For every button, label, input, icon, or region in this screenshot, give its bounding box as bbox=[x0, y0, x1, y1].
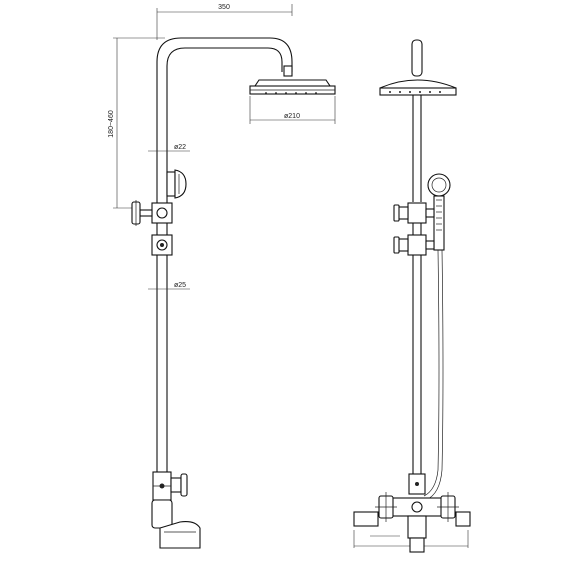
dimension-label-height-range: 180~460 bbox=[108, 110, 115, 138]
mixer-body-front bbox=[375, 492, 459, 522]
slide-joint-front bbox=[393, 234, 435, 256]
dimension-height-range: 180~460 bbox=[108, 37, 165, 209]
upper-riser-front bbox=[412, 95, 422, 202]
lower-joint-front bbox=[408, 473, 426, 495]
hose-front bbox=[423, 249, 444, 501]
mixer-valve-side bbox=[152, 471, 188, 501]
dimension-label-head-diameter: ø210 bbox=[284, 113, 300, 120]
arm-stub-front bbox=[411, 39, 423, 77]
side-view: 350 180~460 ø21 bbox=[108, 4, 336, 549]
diverter-valve-front bbox=[393, 202, 435, 224]
dimension-label-pipe-upper: ø22 bbox=[174, 144, 186, 151]
dimension-arm-width: 350 bbox=[156, 4, 293, 40]
tub-spout-front bbox=[407, 515, 427, 553]
shower-head-front bbox=[379, 79, 457, 96]
shower-head-side: ø210 bbox=[249, 79, 336, 124]
dimension-label-arm-width: 350 bbox=[218, 4, 230, 11]
dimension-label-pipe-lower: ø25 bbox=[174, 282, 186, 289]
hand-shower-front bbox=[427, 173, 451, 251]
riser-pipe-front bbox=[412, 223, 422, 474]
slide-joint-side bbox=[151, 234, 173, 256]
front-view bbox=[353, 39, 471, 553]
shower-arm bbox=[156, 37, 293, 215]
tub-spout-side bbox=[151, 499, 201, 549]
wall-connectors-front bbox=[353, 511, 471, 548]
hand-shower-side bbox=[166, 169, 187, 199]
dimension-pipe-upper: ø22 bbox=[148, 144, 190, 152]
riser-pipe-side bbox=[156, 223, 168, 472]
dimension-pipe-lower: ø25 bbox=[148, 282, 190, 290]
diverter-valve-side bbox=[131, 200, 173, 226]
